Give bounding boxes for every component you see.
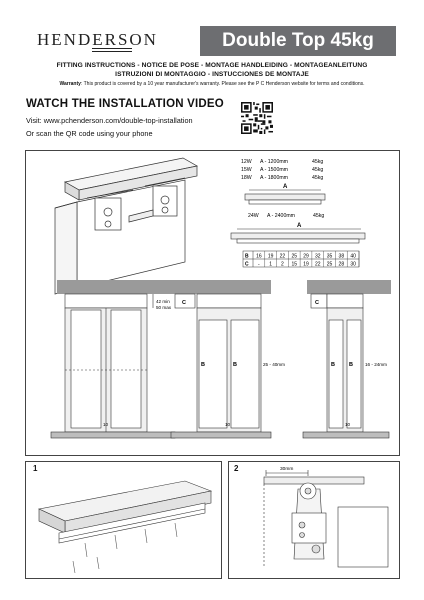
brand-logo: HENDERSON [37,30,158,49]
bc-table-c-cell: 1 [269,262,272,268]
warranty-label: Warranty [59,81,81,87]
label-c-middle: C [182,300,186,306]
row-12w-length: A - 1200mm [260,159,288,165]
bc-table-b-cell: 22 [280,254,286,260]
cross-section-middle [170,280,272,439]
row-24w-weight: 45kg [313,213,324,219]
dim-a-short: A [283,184,288,190]
bc-table-b-cell: 29 [303,254,309,260]
qr-code[interactable] [241,102,273,134]
bc-table-b-cell: 35 [327,254,333,260]
track-length-table: 12W A - 1200mm 45kg 15W A - 1500mm 45kg … [241,159,323,181]
row-24w-length: A - 2400mm [267,213,295,219]
video-heading: WATCH THE INSTALLATION VIDEO [26,98,224,110]
step-1-illustration [38,480,213,574]
row-24w-code: 24W [248,213,259,219]
dim-42-min: 42 min [156,299,170,304]
dim-50-max: 50 max [156,305,172,310]
row-18w-length: A - 1800mm [260,175,288,181]
cross-section-left [50,280,176,439]
main-diagram: 12W A - 1200mm 45kg 15W A - 1500mm 45kg … [50,157,391,439]
long-track-row: 24W A - 2400mm 45kg [248,213,324,219]
bc-table-b-cell: 38 [339,254,345,260]
bc-table-c-label: C [245,262,249,268]
gap-10-middle: 10 [225,422,231,427]
step-1-panel [25,461,222,579]
bc-table-b-cell: 19 [268,254,274,260]
row-12w-code: 12W [241,159,252,165]
label-b-middle-1: B [201,362,205,368]
step-2-illustration: 30mm [263,466,389,568]
video-url-link[interactable]: Visit: www.pchenderson.com/double-top-in… [26,116,193,125]
label-b-right-1: B [331,362,335,368]
warranty-text: : This product is covered by a 10 year m… [80,81,365,87]
step-1-number: 1 [33,464,38,473]
step-2-panel [228,461,400,579]
bc-table-c-cell: 22 [315,262,321,268]
row-12w-weight: 45kg [312,159,323,165]
gap-10-left: 10 [103,422,109,427]
dim-30mm: 30mm [280,466,293,472]
bc-table-b-cell: 25 [291,254,297,260]
short-track-dimension [244,189,326,205]
bc-table-c-cell: 25 [327,262,333,268]
bc-table-c-cell: 15 [291,262,297,268]
fitting-instructions-line1: FITTING INSTRUCTIONS - NOTICE DE POSE - … [56,62,368,69]
product-title: Double Top 45kg [200,26,396,56]
warranty-note: Warranty: This product is covered by a 1… [0,81,424,87]
row-15w-code: 15W [241,167,252,173]
brand-underline [92,48,132,52]
qr-instruction: Or scan the QR code using your phone [26,129,153,138]
main-diagram-panel [25,150,400,456]
fitting-instructions-line2: ISTRUZIONI DI MONTAGGIO - INSTUCCIONES D… [115,71,309,78]
dim-a-long: A [297,223,302,229]
row-15w-weight: 45kg [312,167,323,173]
bc-table-c-cell: - [258,262,260,268]
range-16-24: 16 - 24mm [365,362,387,367]
step-2-number: 2 [234,464,239,473]
gap-10-right: 10 [345,422,351,427]
bc-table-c-cell: 30 [350,262,356,268]
label-c-right: C [315,300,319,306]
row-15w-length: A - 1500mm [260,167,288,173]
bc-table-b-cell: 40 [350,254,356,260]
iso-track-illustration [54,157,198,295]
label-b-middle-2: B [233,362,237,368]
row-18w-code: 18W [241,175,252,181]
bc-table-b-label: B [245,254,249,260]
bc-table-c-cell: 19 [303,262,309,268]
label-b-right-2: B [349,362,353,368]
bc-table-b-cell: 16 [256,254,262,260]
cross-section-right [302,280,391,439]
range-25-40: 25 - 40mm [263,362,285,367]
row-18w-weight: 45kg [312,175,323,181]
bc-table-c-cell: 2 [281,262,284,268]
bc-table-c-cell: 28 [339,262,345,268]
bc-table-b-cell: 32 [315,254,321,260]
long-track-dimension [230,228,366,244]
